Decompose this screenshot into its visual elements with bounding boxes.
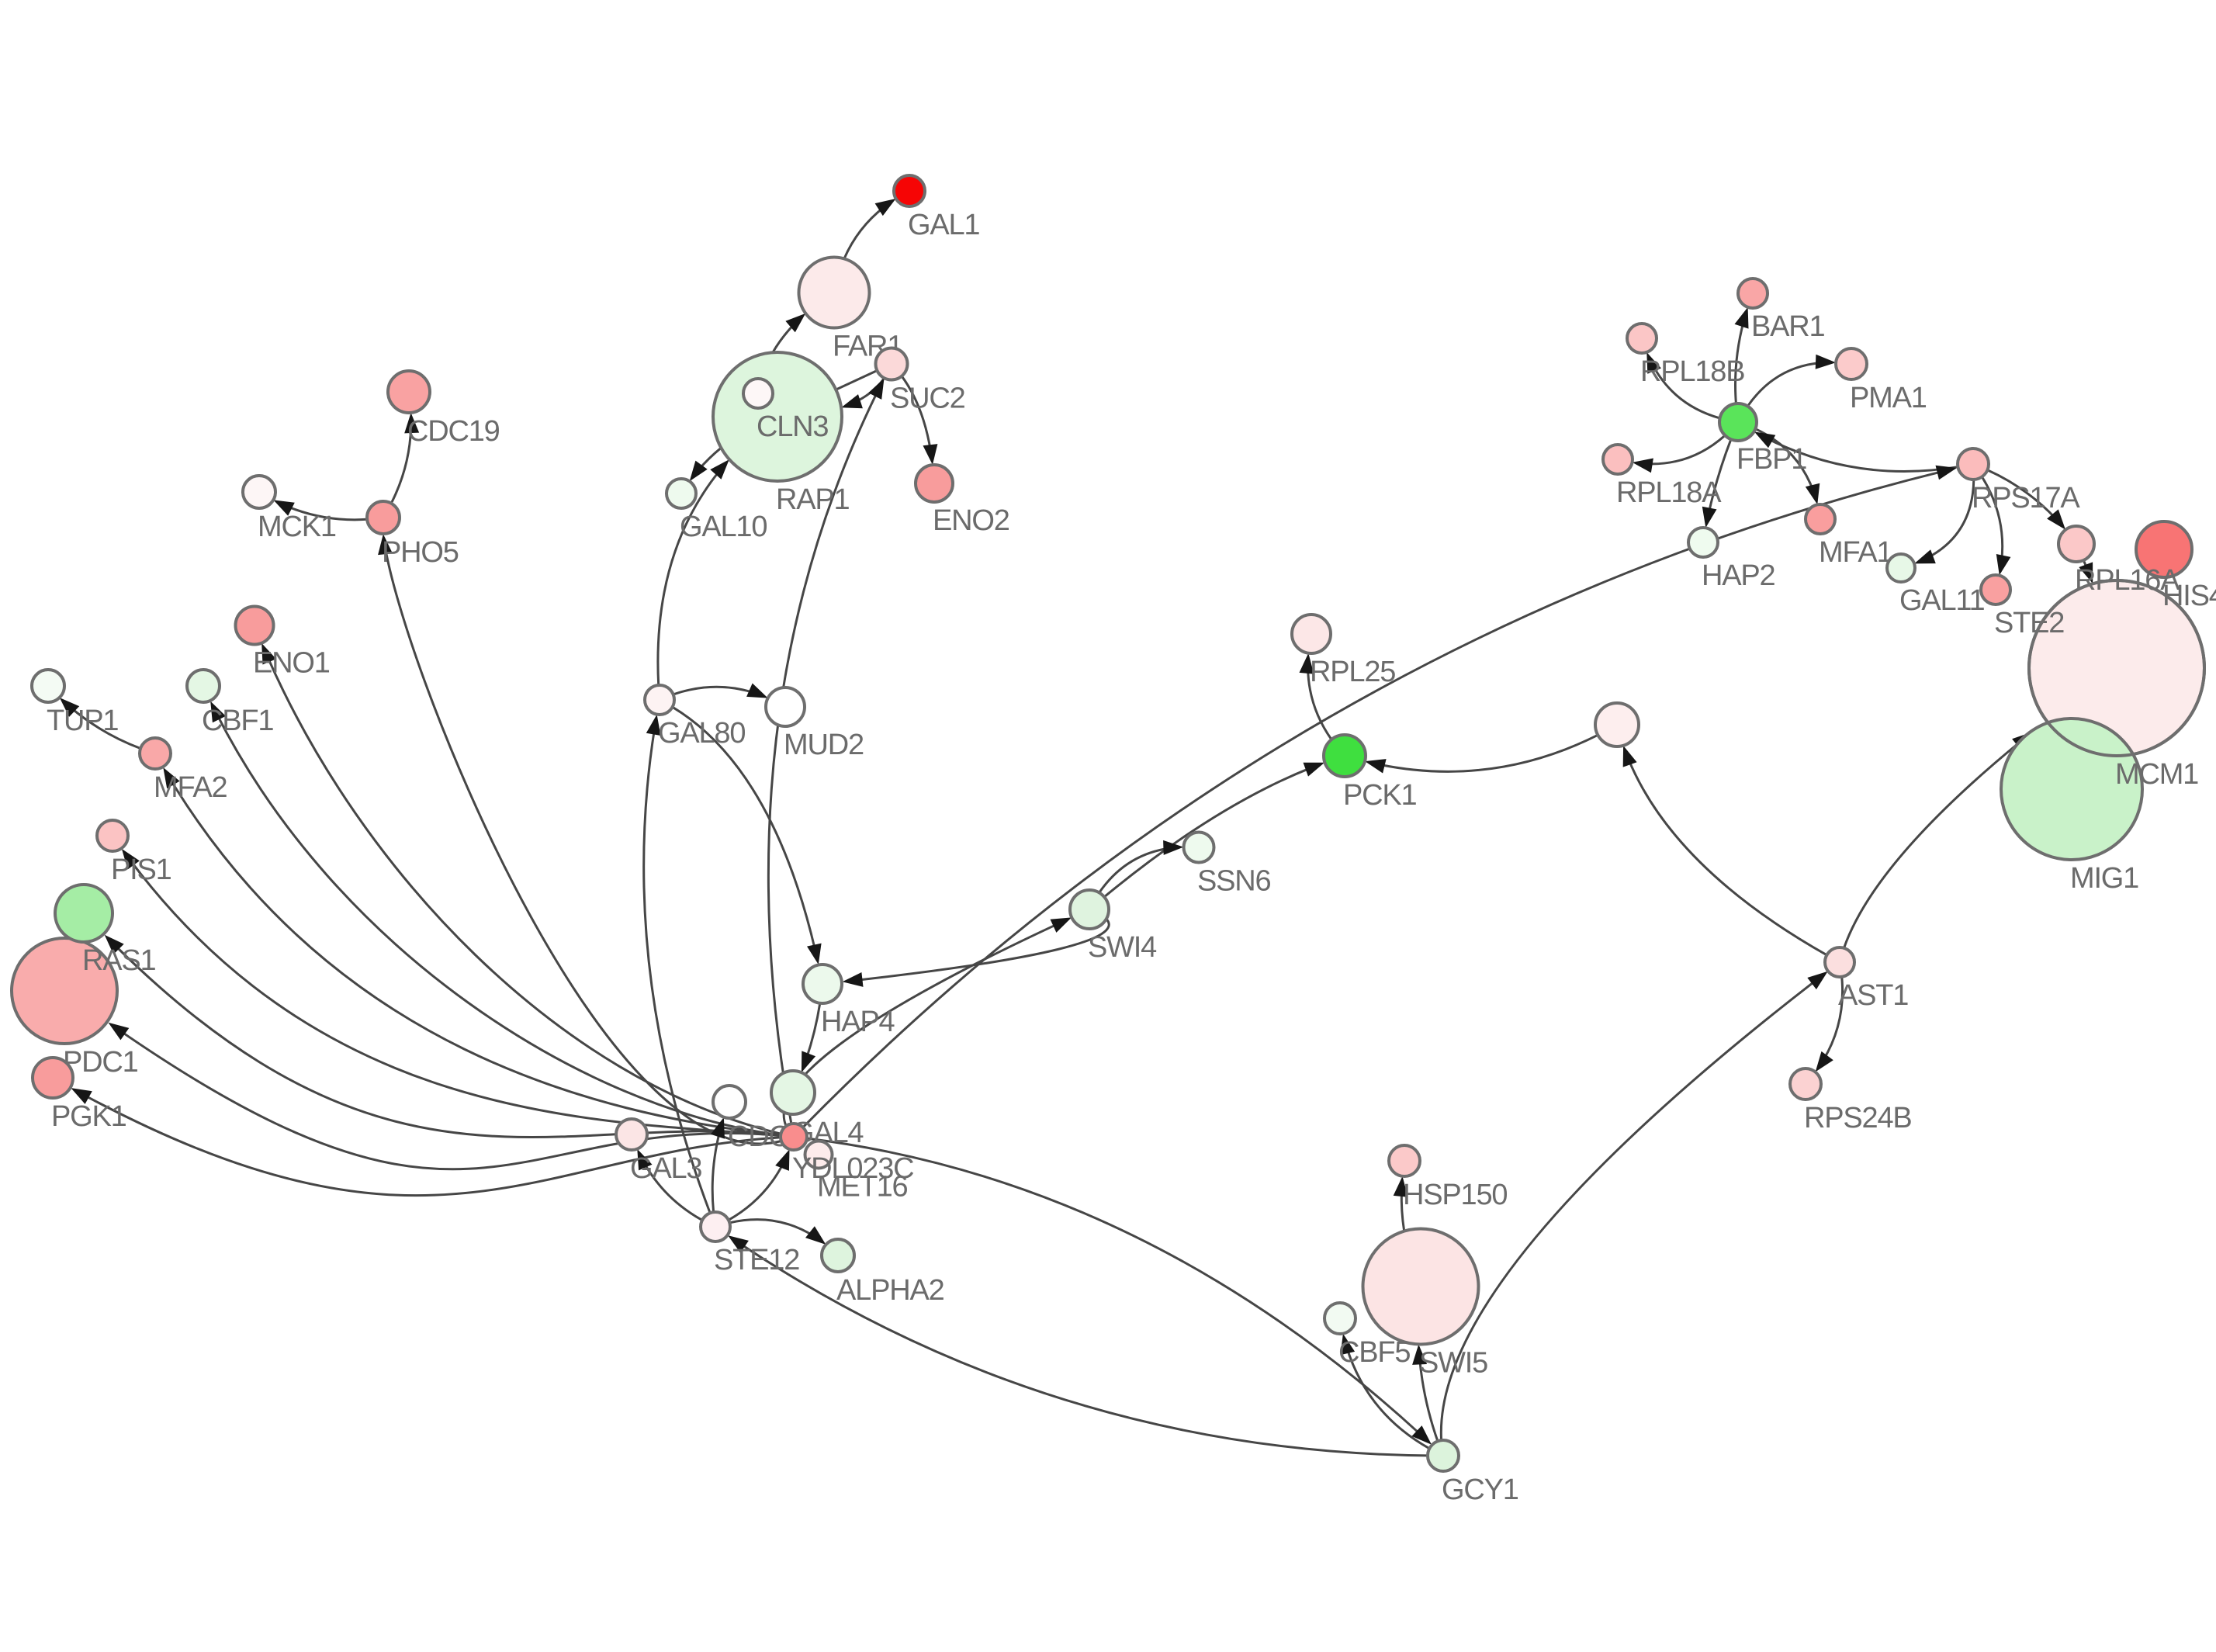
svg-text:MCM1: MCM1 xyxy=(2115,758,2198,791)
svg-text:PHO5: PHO5 xyxy=(382,536,459,569)
svg-text:FBP1: FBP1 xyxy=(1736,443,1806,476)
svg-text:SWI5: SWI5 xyxy=(1419,1347,1487,1380)
svg-text:MET16: MET16 xyxy=(817,1171,908,1204)
svg-text:CDC19: CDC19 xyxy=(407,415,500,448)
svg-text:CBF5: CBF5 xyxy=(1338,1336,1410,1369)
svg-text:SUC2: SUC2 xyxy=(890,383,965,415)
svg-text:ENO2: ENO2 xyxy=(933,504,1009,537)
svg-text:PGK1: PGK1 xyxy=(51,1100,126,1133)
svg-text:MCK1: MCK1 xyxy=(258,511,336,543)
svg-text:PIS1: PIS1 xyxy=(111,854,171,886)
svg-text:RPL18A: RPL18A xyxy=(1616,476,1722,509)
svg-text:MFA2: MFA2 xyxy=(154,771,227,804)
svg-text:MIG1: MIG1 xyxy=(2070,862,2138,895)
svg-text:MFA1: MFA1 xyxy=(1819,536,1892,569)
svg-text:SWI4: SWI4 xyxy=(1088,931,1157,964)
svg-text:CBF1: CBF1 xyxy=(202,705,273,737)
svg-text:PDC1: PDC1 xyxy=(63,1046,138,1079)
svg-text:HIS4: HIS4 xyxy=(2162,580,2216,612)
svg-text:HSP150: HSP150 xyxy=(1403,1179,1507,1211)
svg-text:RAP1: RAP1 xyxy=(776,483,850,516)
svg-text:BAR1: BAR1 xyxy=(1751,310,1825,343)
svg-text:GCY1: GCY1 xyxy=(1442,1474,1518,1506)
svg-text:GAL10: GAL10 xyxy=(680,511,767,543)
svg-text:YDL023C: YDL023C xyxy=(792,1152,913,1185)
svg-text:CLN3: CLN3 xyxy=(757,410,828,443)
svg-text:RPS17A: RPS17A xyxy=(1972,482,2080,514)
svg-text:RAS1: RAS1 xyxy=(82,944,156,977)
svg-text:GAL80: GAL80 xyxy=(658,717,745,750)
svg-text:GAL1: GAL1 xyxy=(908,209,979,241)
svg-text:STE12: STE12 xyxy=(714,1244,799,1276)
svg-text:SSN6: SSN6 xyxy=(1197,865,1271,898)
svg-text:RPL25: RPL25 xyxy=(1310,656,1395,688)
svg-text:ENO1: ENO1 xyxy=(253,647,330,680)
svg-text:MUD2: MUD2 xyxy=(784,729,864,761)
svg-text:RPL18B: RPL18B xyxy=(1640,355,1744,388)
svg-text:HAP2: HAP2 xyxy=(1702,559,1775,592)
svg-text:RPS24B: RPS24B xyxy=(1804,1102,1912,1134)
svg-text:PCK1: PCK1 xyxy=(1343,779,1417,812)
svg-text:ALPHA2: ALPHA2 xyxy=(836,1274,944,1307)
svg-text:GAL11: GAL11 xyxy=(1899,584,1985,617)
svg-text:PMA1: PMA1 xyxy=(1850,382,1927,414)
svg-text:TUP1: TUP1 xyxy=(47,705,118,737)
svg-text:HAP4: HAP4 xyxy=(821,1006,895,1038)
svg-text:AST1: AST1 xyxy=(1838,979,1908,1012)
svg-text:STE2: STE2 xyxy=(1994,607,2064,639)
svg-text:GAL3: GAL3 xyxy=(630,1152,701,1185)
